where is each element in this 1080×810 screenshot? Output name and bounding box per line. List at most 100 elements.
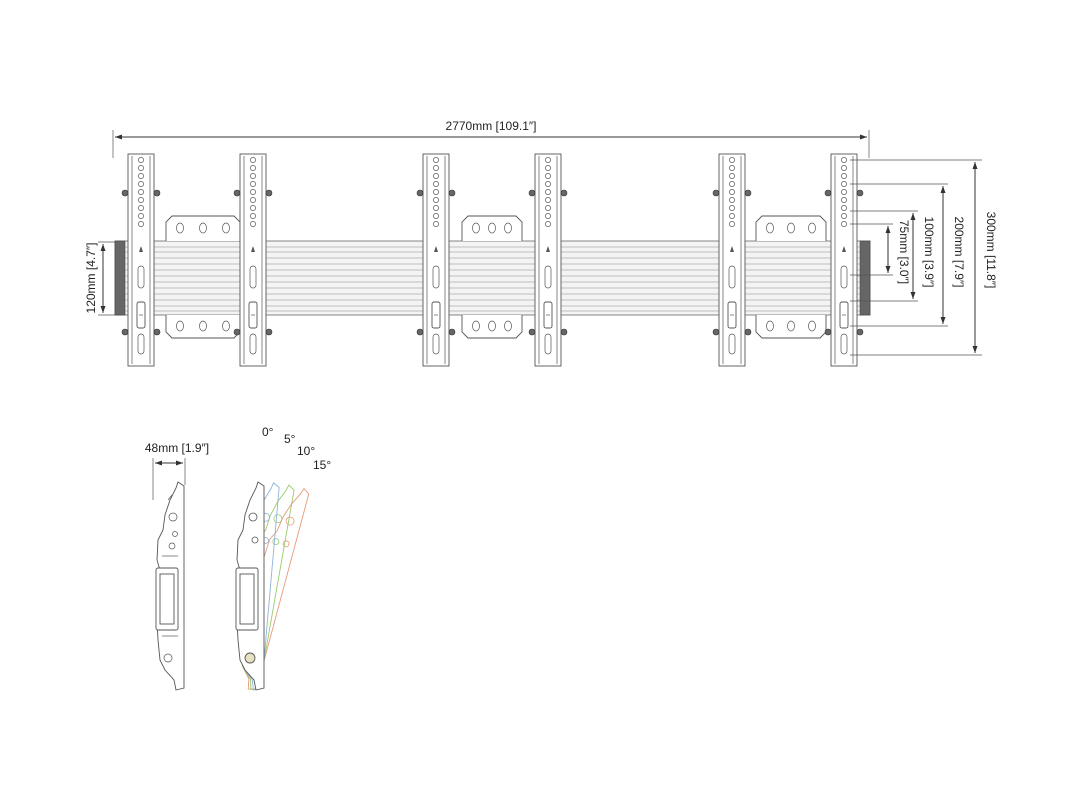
tv-arm-slot — [728, 265, 736, 289]
tv-arm-knob — [856, 328, 864, 336]
tv-arm-hole — [729, 173, 735, 179]
wall-plate-hole — [176, 222, 184, 234]
wall-plate-hole — [488, 222, 496, 234]
depth-dimension: 48mm [1.9″] — [145, 441, 209, 500]
tilt-angle-10: 10° — [297, 444, 315, 458]
tv-arm-slot — [728, 333, 736, 355]
tilt-angle-0: 0° — [262, 425, 274, 439]
tilt-hole — [285, 516, 295, 526]
tv-arm — [824, 153, 864, 367]
tv-arm-hole — [138, 221, 144, 227]
side-profile — [155, 481, 185, 691]
tv-arm-hole — [138, 197, 144, 203]
width-dimension: 2770mm [109.1″] — [112, 119, 870, 158]
tv-arm-hole — [841, 157, 847, 163]
tv-arm-arrow — [139, 246, 143, 252]
tilt-bracket-inner — [239, 573, 255, 625]
horizontal-rail — [114, 240, 871, 316]
tv-arm-knob — [528, 328, 536, 336]
tv-arm-hole — [250, 173, 256, 179]
tv-arm — [528, 153, 568, 367]
spacing-75-label: 75mm [3.0″] — [897, 220, 911, 284]
tv-arm-hole — [433, 189, 439, 195]
tv-arm-hole — [545, 221, 551, 227]
tv-arms — [121, 153, 864, 367]
tv-arm-knob — [560, 189, 568, 197]
tv-arm-knob — [265, 189, 273, 197]
tv-arm-slot — [432, 265, 440, 289]
tv-arm-hole — [841, 197, 847, 203]
wall-plate-hole — [472, 222, 480, 234]
tv-arm-hole — [138, 157, 144, 163]
wall-plate-hole — [199, 222, 207, 234]
tv-arm-hole — [729, 165, 735, 171]
tv-arm-arrow — [546, 246, 550, 252]
tv-arm-hole — [545, 173, 551, 179]
wall-plate-hole — [222, 320, 230, 332]
tv-arm-hole — [433, 197, 439, 203]
tv-arm-slot — [840, 265, 848, 289]
tv-arm — [121, 153, 161, 367]
rail-height-label: 120mm [4.7″] — [84, 243, 98, 314]
tv-arm-slot — [544, 265, 552, 289]
tv-arm-hole — [433, 173, 439, 179]
tv-arm-hole — [433, 181, 439, 187]
tv-arm-knob — [744, 328, 752, 336]
tv-arm-hole — [545, 181, 551, 187]
spacing-100-label: 100mm [3.9″] — [922, 217, 936, 288]
tilt-hole — [272, 538, 280, 546]
tv-arm-knob — [416, 328, 424, 336]
tv-arm-hole — [138, 213, 144, 219]
tv-arm — [712, 153, 752, 367]
hole-spacing-dimensions: 300mm [11.8″] 200mm [7.9″] 100mm [3.9″] … — [850, 159, 998, 356]
tv-arm — [233, 153, 273, 367]
wall-plate-hole — [199, 320, 207, 332]
wall-plate-hole — [504, 222, 512, 234]
depth-label: 48mm [1.9″] — [145, 441, 209, 455]
tv-arm-hole — [250, 189, 256, 195]
wall-plates — [165, 215, 827, 339]
wall-plate-hole — [222, 222, 230, 234]
tv-arm-hole — [729, 213, 735, 219]
tv-arm-hole — [545, 205, 551, 211]
tv-arm-knob — [712, 328, 720, 336]
wall-plate-hole — [488, 320, 496, 332]
tv-arm-knob — [824, 189, 832, 197]
wall-plate-hole — [808, 222, 816, 234]
tilt-angle-5: 5° — [284, 432, 296, 446]
side-view: 48mm [1.9″] 0° 5° 10° 15° — [145, 425, 331, 691]
tv-arm-hole — [433, 205, 439, 211]
tv-arm-knob — [448, 328, 456, 336]
tv-arm-hole — [841, 189, 847, 195]
tilt-hole — [248, 512, 258, 522]
tv-arm-hole — [729, 157, 735, 163]
tv-arm-hole — [841, 173, 847, 179]
tv-arm-knob — [560, 328, 568, 336]
tilt-hole — [282, 540, 290, 548]
tv-arm-hole — [250, 165, 256, 171]
tv-arm-hole — [729, 181, 735, 187]
tv-arm-hole — [250, 181, 256, 187]
tv-arm-hole — [250, 221, 256, 227]
tv-arm-hole — [729, 205, 735, 211]
front-view: 2770mm [109.1″] 120mm [4.7″] — [84, 119, 998, 367]
wall-plate-hole — [766, 320, 774, 332]
tv-arm-slot — [137, 333, 145, 355]
tv-arm-knob — [233, 189, 241, 197]
tv-arm-arrow — [251, 246, 255, 252]
tv-arm-arrow — [434, 246, 438, 252]
tv-arm-knob — [121, 328, 129, 336]
tv-arm-hole — [250, 157, 256, 163]
tv-arm-knob — [528, 189, 536, 197]
tv-arm-knob — [448, 189, 456, 197]
tv-arm-hole — [433, 221, 439, 227]
tv-arm-hole — [138, 165, 144, 171]
tv-arm-knob — [712, 189, 720, 197]
tv-arm-slot — [432, 333, 440, 355]
tv-arm — [416, 153, 456, 367]
tv-arm-hole — [841, 165, 847, 171]
tv-arm-knob — [121, 189, 129, 197]
tv-arm-hole — [138, 173, 144, 179]
tv-arm-hole — [138, 181, 144, 187]
